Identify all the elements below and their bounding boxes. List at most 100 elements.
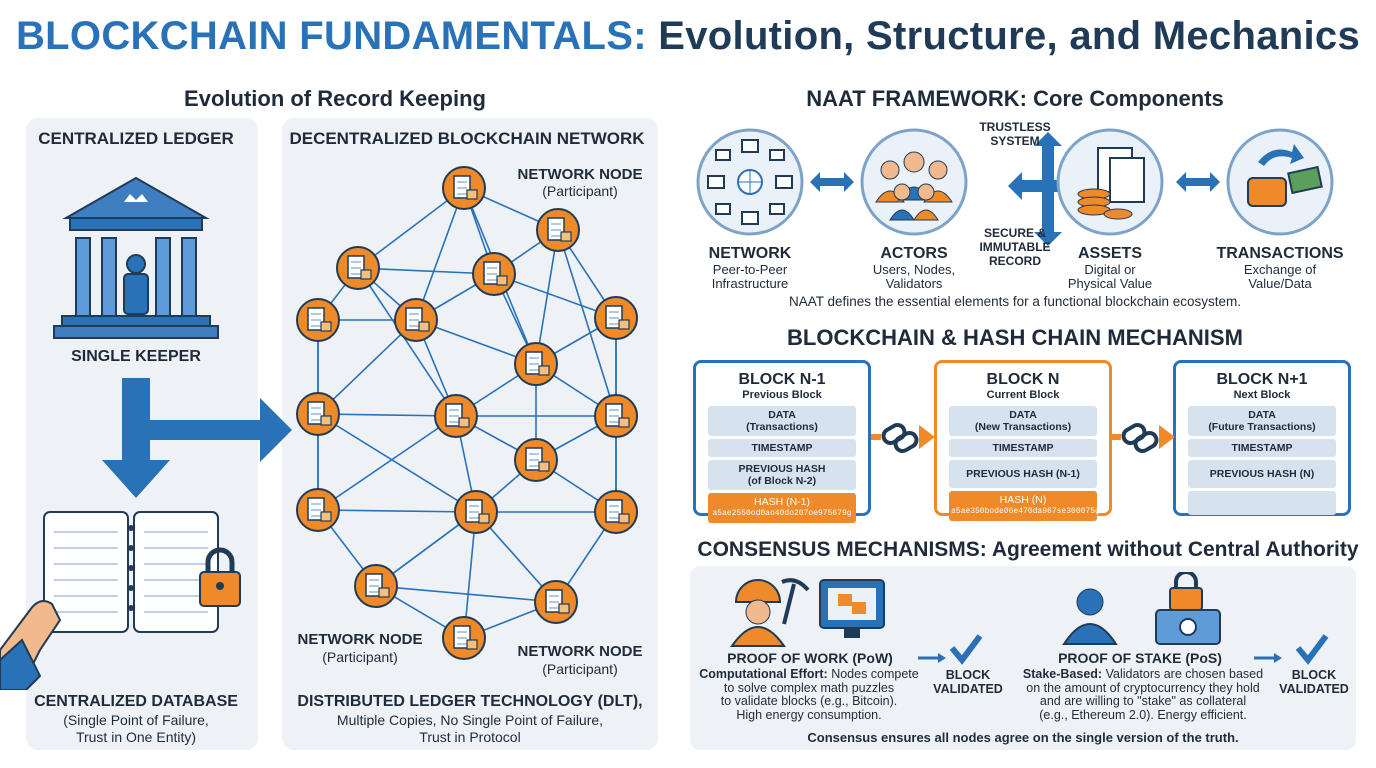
dlt-desc-2: Trust in Protocol [419, 729, 521, 745]
naat-transactions-desc-2: Value/Data [1248, 276, 1312, 291]
network-link [357, 187, 465, 269]
pow-line-2: to solve complex math puzzles [723, 680, 895, 695]
block-timestamp-field: TIMESTAMP [1188, 439, 1336, 457]
block-title: BLOCK N-1 [738, 371, 826, 388]
network-node-icon [514, 438, 558, 482]
validator-person-icon [1062, 588, 1118, 645]
pos-line-3: and are willing to "stake" as collateral [1039, 694, 1247, 708]
naat-assets-desc-2: Physical Value [1067, 276, 1153, 291]
block-title: BLOCK N+1 [1216, 371, 1308, 388]
naat-center-bottom-3: RECORD [988, 254, 1041, 268]
pow-validated-2: VALIDATED [933, 682, 1003, 696]
compass-arrows-icon [1008, 132, 1088, 246]
lock-icon [199, 547, 241, 607]
naat-network-name: NETWORK [708, 245, 792, 262]
pow-desc: Computational Effort: Nodes compete to s… [694, 667, 924, 722]
network-node-icon [594, 490, 638, 534]
chain-link-icon [1111, 423, 1175, 453]
hashchain-heading: BLOCKCHAIN & HASH CHAIN MECHANISM [787, 325, 1243, 350]
bank-icon [53, 176, 219, 339]
title-part-1: BLOCKCHAIN FUNDAMENTALS: [16, 14, 647, 58]
pow-line-1: Nodes compete [831, 667, 919, 681]
network-node-icon [594, 394, 638, 438]
miner-icon [730, 578, 810, 647]
network-link [535, 229, 559, 365]
block-timestamp-field: TIMESTAMP [949, 439, 1097, 457]
double-arrow-icon [810, 172, 854, 192]
single-keeper-label: SINGLE KEEPER [71, 348, 201, 365]
block-n: BLOCK N Current Block DATA(New Transacti… [934, 360, 1112, 521]
network-link [317, 413, 477, 513]
node-label-right: NETWORK NODE [517, 643, 643, 660]
block-subtitle: Current Block [986, 389, 1060, 401]
pos-validated-1: BLOCK [1291, 668, 1337, 682]
node-label-left: NETWORK NODE [297, 631, 423, 648]
block-hash-value: a5ae350bode06e470da967se300075g [951, 507, 1100, 516]
node-label-top: NETWORK NODE [517, 166, 643, 183]
block-subtitle: Next Block [1233, 389, 1291, 401]
consensus-panel [690, 566, 1356, 750]
network-link [357, 267, 457, 417]
pos-line-1: Validators are chosen based [1105, 667, 1264, 681]
pow-validated-1: BLOCK [945, 668, 991, 682]
block-prev-hash-field: PREVIOUS HASH (N) [1188, 460, 1336, 488]
naat-actors-desc-1: Users, Nodes, [872, 262, 956, 277]
naat-assets-desc-1: Digital or [1084, 262, 1136, 277]
pos-line-2: on the amount of cryptocurrency they hol… [1026, 680, 1260, 695]
network-node-icon [514, 342, 558, 386]
flow-arrow-icon [102, 378, 292, 498]
block-prev-hash-field: PREVIOUS HASH (N-1) [949, 460, 1097, 488]
centralized-db-title: CENTRALIZED DATABASE [34, 693, 238, 710]
network-link [317, 319, 417, 415]
naat-footnote: NAAT defines the essential elements for … [789, 294, 1241, 309]
network-node-icon [434, 394, 478, 438]
chain-link-icon [871, 423, 935, 453]
puzzle-monitor-icon [819, 579, 885, 638]
block-title: BLOCK N [986, 371, 1060, 388]
pow-title: PROOF OF WORK (PoW) [727, 650, 893, 666]
node-sub-right: (Participant) [542, 661, 618, 677]
network-node-icon [296, 298, 340, 342]
network-node-icon [354, 564, 398, 608]
network-link [557, 229, 617, 417]
consensus-heading: CONSENSUS MECHANISMS: Agreement without … [697, 538, 1359, 561]
network-node-icon [442, 616, 486, 660]
consensus-footnote: Consensus ensures all nodes agree on the… [807, 730, 1239, 745]
block-timestamp-field: TIMESTAMP [708, 439, 856, 457]
centralized-title: CENTRALIZED LEDGER [38, 129, 234, 148]
dlt-title: DISTRIBUTED LEDGER TECHNOLOGY (DLT), [297, 693, 643, 710]
network-node-icon [536, 208, 580, 252]
pow-line-4: High energy consumption. [736, 707, 882, 722]
network-link [317, 509, 477, 513]
pow-illustration [730, 578, 885, 647]
pos-validated-2: VALIDATED [1279, 682, 1349, 696]
block-subtitle: Previous Block [742, 389, 822, 401]
naat-center-top-1: TRUSTLESS [979, 120, 1051, 134]
naat-diagram [696, 128, 1334, 246]
node-sub-top: (Participant) [542, 183, 618, 199]
naat-network-desc-1: Peer-to-Peer [712, 262, 788, 277]
decentralized-title: DECENTRALIZED BLOCKCHAIN NETWORK [289, 129, 645, 148]
network-node-icon [296, 488, 340, 532]
pow-lead: Computational Effort: [699, 667, 828, 681]
block-hash-field: HASH (N)a5ae350bode06e470da967se300075g [949, 491, 1100, 521]
block-hash-value: a5ae2550od0ao40do207oe975679g [712, 509, 852, 518]
single-keeper-illustration [53, 176, 292, 498]
naat-network-desc-2: Infrastructure [711, 276, 789, 291]
naat-heading: NAAT FRAMEWORK: Core Components [806, 86, 1224, 111]
block-data-field: DATA(Future Transactions) [1188, 406, 1336, 436]
pos-lead: Stake-Based: [1022, 667, 1103, 681]
block-prev-hash-field: PREVIOUS HASH(of Block N-2) [708, 460, 856, 490]
pos-illustration [1062, 572, 1221, 645]
pos-desc: Stake-Based: Validators are chosen based… [1012, 667, 1274, 722]
pow-validated-arrow [918, 634, 983, 665]
assets-icon [1056, 128, 1164, 236]
network-link [357, 267, 495, 275]
block-n-plus-1: BLOCK N+1 Next Block DATA(Future Transac… [1173, 360, 1351, 516]
ledger-book-illustration [0, 511, 241, 690]
pow-line-3: to validate blocks (e.g., Bitcoin). [720, 694, 898, 708]
block-hash-field: HASH (N-1)a5ae2550od0ao40do207oe975679g [708, 493, 856, 523]
naat-center-bottom-2: IMMUTABLE [979, 240, 1051, 254]
page-title: BLOCKCHAIN FUNDAMENTALS: Evolution, Stru… [0, 14, 1376, 59]
centralized-db-desc-2: Trust in One Entity) [75, 729, 197, 745]
